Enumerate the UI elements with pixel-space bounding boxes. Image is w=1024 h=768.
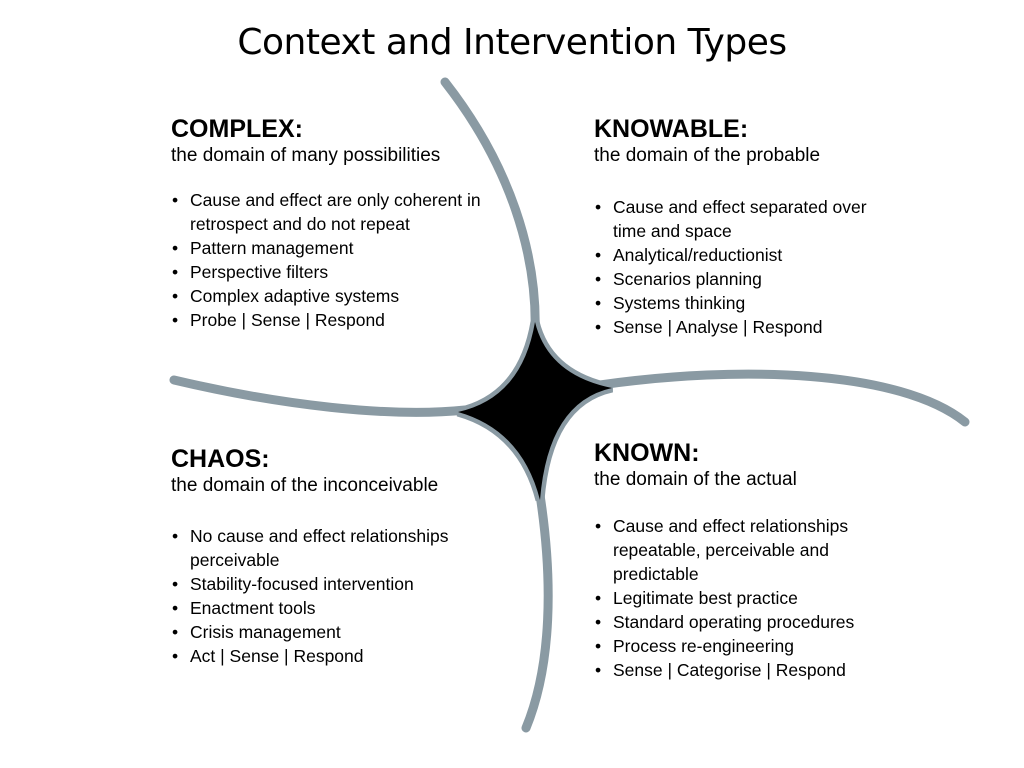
list-item: Crisis management [171, 620, 501, 644]
boundary-curve-bottom [521, 490, 553, 733]
list-item: Enactment tools [171, 596, 501, 620]
boundary-curve-left [169, 375, 470, 417]
quadrant-subtitle: the domain of many possibilities [171, 145, 441, 166]
list-item: Perspective filters [171, 260, 506, 284]
quadrant-subtitle: the domain of the inconceivable [171, 475, 439, 496]
list-item: Cause and effect relationships repeatabl… [594, 514, 894, 586]
list-item: Stability-focused intervention [171, 572, 501, 596]
list-item: Sense | Categorise | Respond [594, 658, 894, 682]
list-item: Legitimate best practice [594, 586, 894, 610]
quadrant-heading: COMPLEX: [171, 115, 303, 143]
page-title: Context and Intervention Types [237, 22, 787, 63]
list-item: Cause and effect separated over time and… [594, 195, 894, 243]
list-item: No cause and effect relationships percei… [171, 524, 501, 572]
list-item: Probe | Sense | Respond [171, 308, 506, 332]
quadrant-list: Cause and effect separated over time and… [594, 195, 894, 339]
list-item: Scenarios planning [594, 267, 894, 291]
list-item: Analytical/reductionist [594, 243, 894, 267]
list-item: Complex adaptive systems [171, 284, 506, 308]
boundary-curve-right [595, 369, 970, 427]
quadrant-list: Cause and effect relationships repeatabl… [594, 514, 894, 682]
quadrant-complex: COMPLEX: the domain of many possibilitie… [171, 114, 506, 332]
quadrant-known: KNOWN: the domain of the actual Cause an… [594, 438, 894, 682]
quadrant-heading: KNOWABLE: [594, 115, 749, 143]
quadrant-list: Cause and effect are only coherent in re… [171, 188, 506, 332]
list-item: Act | Sense | Respond [171, 644, 501, 668]
list-item: Systems thinking [594, 291, 894, 315]
boundary-curve-top [440, 77, 540, 340]
quadrant-subtitle: the domain of the probable [594, 145, 821, 166]
list-item: Cause and effect are only coherent in re… [171, 188, 506, 236]
quadrant-chaos: CHAOS: the domain of the inconceivable N… [171, 444, 501, 668]
quadrant-heading: KNOWN: [594, 439, 700, 467]
center-star [458, 322, 612, 500]
list-item: Pattern management [171, 236, 506, 260]
quadrant-knowable: KNOWABLE: the domain of the probable Cau… [594, 114, 894, 339]
quadrant-heading: CHAOS: [171, 445, 270, 473]
quadrant-subtitle: the domain of the actual [594, 469, 797, 490]
quadrant-list: No cause and effect relationships percei… [171, 524, 501, 668]
list-item: Process re-engineering [594, 634, 894, 658]
list-item: Standard operating procedures [594, 610, 894, 634]
list-item: Sense | Analyse | Respond [594, 315, 894, 339]
